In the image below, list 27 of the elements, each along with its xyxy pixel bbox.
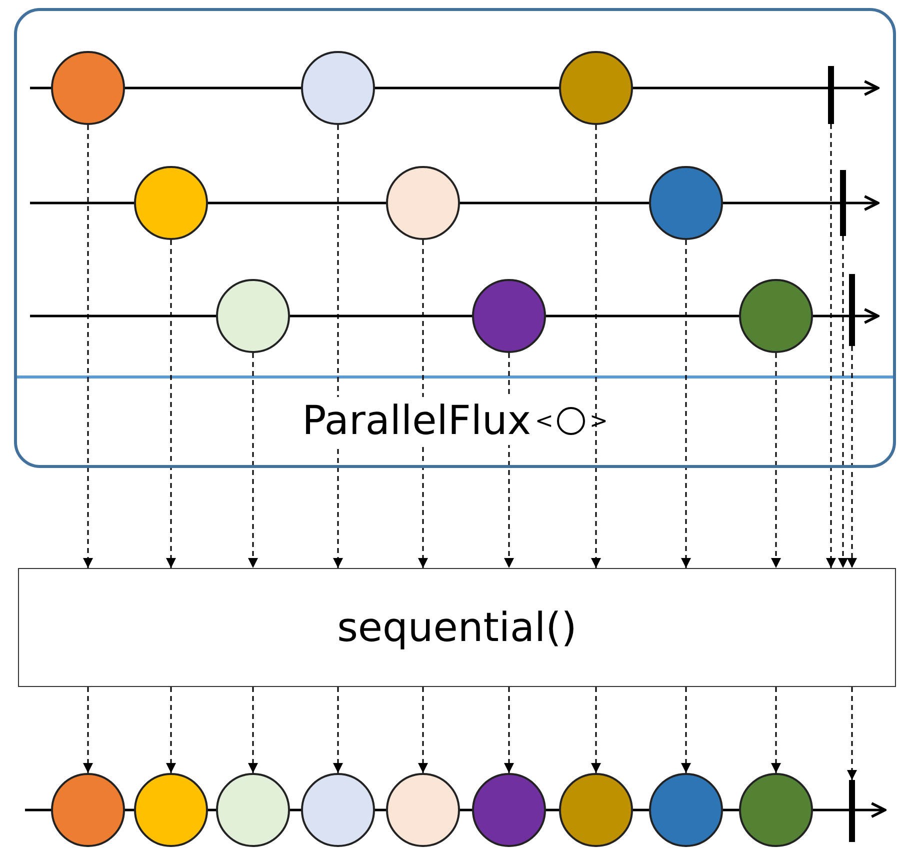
dashed-arrow xyxy=(166,240,176,568)
dashed-arrow xyxy=(333,687,343,773)
dashed-arrow xyxy=(83,687,93,773)
dashed-arrow xyxy=(771,687,781,773)
dashed-arrow xyxy=(504,687,514,773)
dashed-arrow xyxy=(826,124,836,568)
dashed-arrow xyxy=(591,687,601,773)
dashed-arrow xyxy=(248,353,258,568)
completion-bar xyxy=(840,170,846,236)
parallel-flux-panel xyxy=(14,8,896,468)
dashed-arrow xyxy=(248,687,258,773)
dashed-arrow xyxy=(847,346,857,568)
dashed-arrow xyxy=(591,125,601,568)
dashed-arrow xyxy=(838,236,848,568)
dashed-arrow xyxy=(771,353,781,568)
completion-bar xyxy=(849,274,855,346)
dashed-arrow xyxy=(333,125,343,568)
angle-bracket: < xyxy=(535,408,554,434)
dashed-arrow xyxy=(83,125,93,568)
dashed-arrow xyxy=(847,687,857,780)
dashed-arrow xyxy=(681,687,691,773)
operator-box xyxy=(18,568,896,687)
dashed-arrow xyxy=(681,240,691,568)
dashed-arrow xyxy=(166,687,176,773)
completion-bar xyxy=(828,66,834,124)
dashed-arrow xyxy=(418,687,428,773)
completion-bar xyxy=(849,780,855,842)
